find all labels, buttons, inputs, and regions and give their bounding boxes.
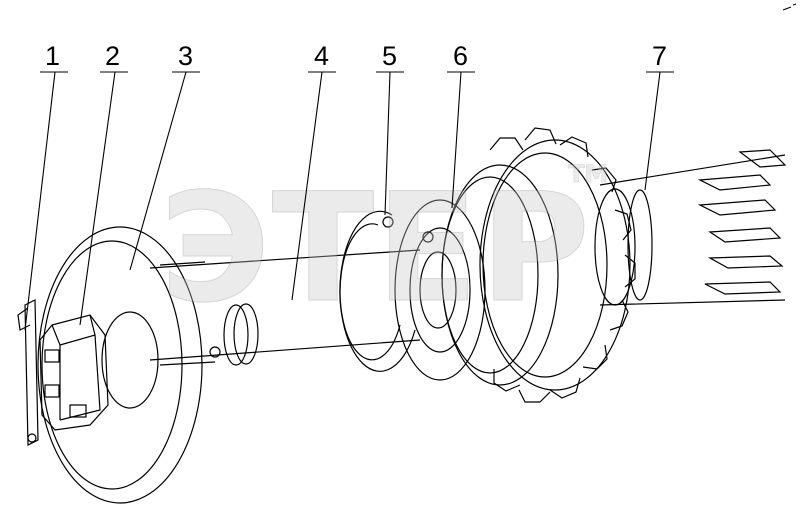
cotter-pin (17, 299, 39, 446)
watermark-trademark: TM (568, 160, 608, 188)
disc (37, 226, 203, 504)
shaft (149, 249, 421, 366)
snap-ring (339, 210, 416, 372)
callout-3: 3 (178, 41, 193, 71)
splined-shaft-end (594, 149, 787, 306)
callout-5: 5 (382, 41, 397, 71)
callouts: 1 2 3 4 5 6 7 (45, 41, 667, 71)
leader-lines (24, 71, 674, 331)
callout-6: 6 (453, 41, 468, 71)
callout-1: 1 (45, 41, 60, 71)
callout-4: 4 (314, 41, 329, 71)
watermark-logo: ЭТЕР TM (160, 160, 609, 337)
watermark-text: ЭТЕР (160, 162, 590, 336)
callout-2: 2 (105, 41, 120, 71)
bearing (394, 164, 559, 386)
gear (479, 127, 636, 403)
castle-nut (39, 314, 109, 431)
corner-mark (782, 3, 797, 11)
callout-7: 7 (652, 41, 667, 71)
